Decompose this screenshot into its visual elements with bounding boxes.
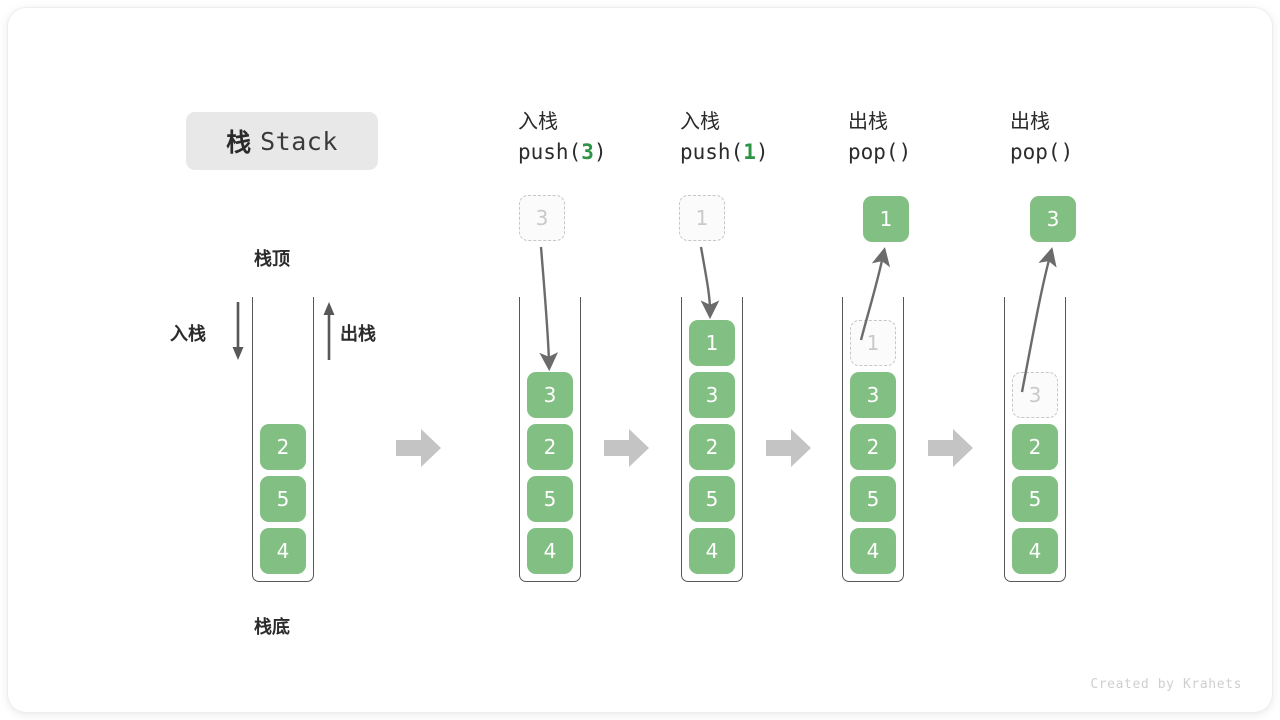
push-direction-arrow — [232, 302, 244, 360]
credit-text: Created by Krahets — [1090, 677, 1242, 692]
transition-arrow-1 — [396, 429, 441, 467]
title-en: Stack — [260, 126, 338, 156]
stack-cell-removed: 3 — [1012, 372, 1058, 418]
code-post: ) — [1060, 140, 1074, 164]
stack-cell: 3 — [527, 372, 573, 418]
transition-arrow-3 — [766, 429, 811, 467]
stack-cell: 4 — [527, 528, 573, 574]
stack-cell: 5 — [689, 476, 735, 522]
column-header-push-1: 入栈 push(1) — [680, 106, 850, 168]
stack-cell: 5 — [260, 476, 306, 522]
code-pre: push( — [518, 140, 582, 164]
column-header-code: push(3) — [518, 136, 688, 168]
stack-cell: 4 — [1012, 528, 1058, 574]
stack-cell: 4 — [260, 528, 306, 574]
stack-cell: 2 — [1012, 424, 1058, 470]
column-header-code: pop() — [1010, 136, 1180, 168]
stack-cell: 5 — [1012, 476, 1058, 522]
stack-cell: 2 — [527, 424, 573, 470]
column-header-cn: 入栈 — [518, 109, 558, 133]
stack-cell: 3 — [850, 372, 896, 418]
stack-cell: 5 — [850, 476, 896, 522]
stack-cell: 2 — [689, 424, 735, 470]
transition-arrow-4 — [928, 429, 973, 467]
code-post: ) — [898, 140, 912, 164]
floating-ghost-push-1: 1 — [679, 195, 725, 241]
stack-top-label: 栈顶 — [254, 249, 290, 270]
code-pre: pop( — [1010, 140, 1061, 164]
push-direction-label: 入栈 — [170, 324, 206, 345]
stack-bottom-label: 栈底 — [254, 617, 290, 638]
column-header-code: pop() — [848, 136, 1018, 168]
stack-container-push-3: 3 2 5 4 — [519, 297, 581, 582]
stack-cell: 2 — [260, 424, 306, 470]
transition-arrow-2 — [604, 429, 649, 467]
pop-direction-arrow — [323, 302, 335, 360]
pop-direction-label: 出栈 — [340, 324, 376, 345]
code-pre: pop( — [848, 140, 899, 164]
stack-cell: 1 — [689, 320, 735, 366]
stack-cell: 4 — [689, 528, 735, 574]
floating-popped-3: 3 — [1030, 196, 1076, 242]
column-header-cn: 出栈 — [848, 109, 888, 133]
stack-container-pop-3: 3 2 5 4 — [1004, 297, 1066, 582]
title-cn: 栈 — [226, 128, 252, 157]
column-header-pop-1: 出栈 pop() — [848, 106, 1018, 168]
stack-cell: 5 — [527, 476, 573, 522]
column-header-code: push(1) — [680, 136, 850, 168]
code-post: ) — [755, 140, 769, 164]
stack-cell: 3 — [689, 372, 735, 418]
code-arg: 3 — [581, 140, 594, 164]
floating-popped-1: 1 — [863, 196, 909, 242]
floating-ghost-push-3: 3 — [519, 195, 565, 241]
stack-cell: 2 — [850, 424, 896, 470]
column-header-cn: 出栈 — [1010, 109, 1050, 133]
column-header-cn: 入栈 — [680, 109, 720, 133]
title-badge: 栈 Stack — [186, 112, 378, 170]
stack-cell-removed: 1 — [850, 320, 896, 366]
stack-container-initial: 2 5 4 — [252, 297, 314, 582]
stack-cell: 4 — [850, 528, 896, 574]
code-pre: push( — [680, 140, 744, 164]
column-header-pop-3: 出栈 pop() — [1010, 106, 1180, 168]
code-arg: 1 — [743, 140, 756, 164]
stack-container-pop-1: 1 3 2 5 4 — [842, 297, 904, 582]
code-post: ) — [593, 140, 607, 164]
stack-container-push-1: 1 3 2 5 4 — [681, 297, 743, 582]
column-header-push-3: 入栈 push(3) — [518, 106, 688, 168]
